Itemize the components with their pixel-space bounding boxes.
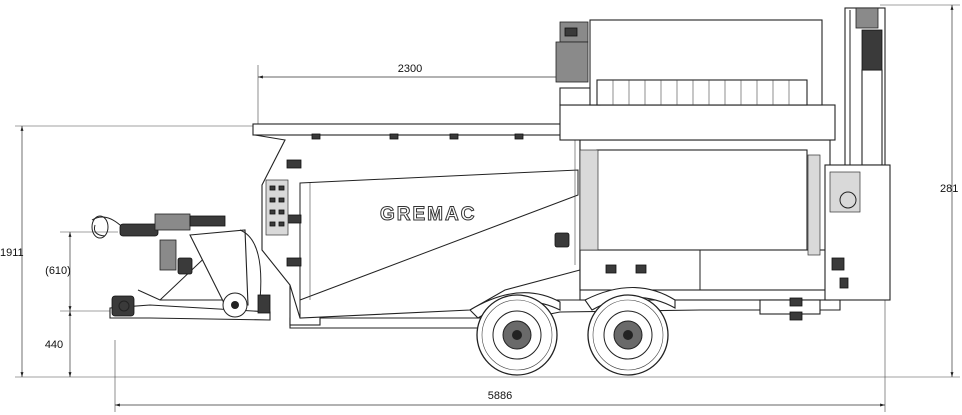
dimension-lines [15, 4, 960, 412]
brand-logo: GREMAC [380, 204, 476, 225]
wheel-front [476, 294, 558, 376]
conveyor-mast [824, 7, 891, 301]
dim-hopper-length: 2300 [398, 63, 422, 75]
dim-hitch-range: (610) [45, 265, 71, 277]
tow-hitch [109, 229, 271, 321]
spring-assembly [91, 213, 226, 275]
dim-height-1911: 1911 [0, 247, 24, 259]
machine-body: GREMAC [91, 7, 891, 376]
dim-hitch-height: 440 [45, 339, 63, 351]
bolt-strip-left [265, 159, 302, 267]
dim-total-height: 281 [940, 183, 958, 195]
screen-ribs [596, 79, 808, 106]
dim-total-length: 5886 [488, 390, 512, 402]
motor-top [555, 21, 589, 83]
control-box-icon [554, 232, 570, 248]
wheel-rear [587, 294, 669, 376]
